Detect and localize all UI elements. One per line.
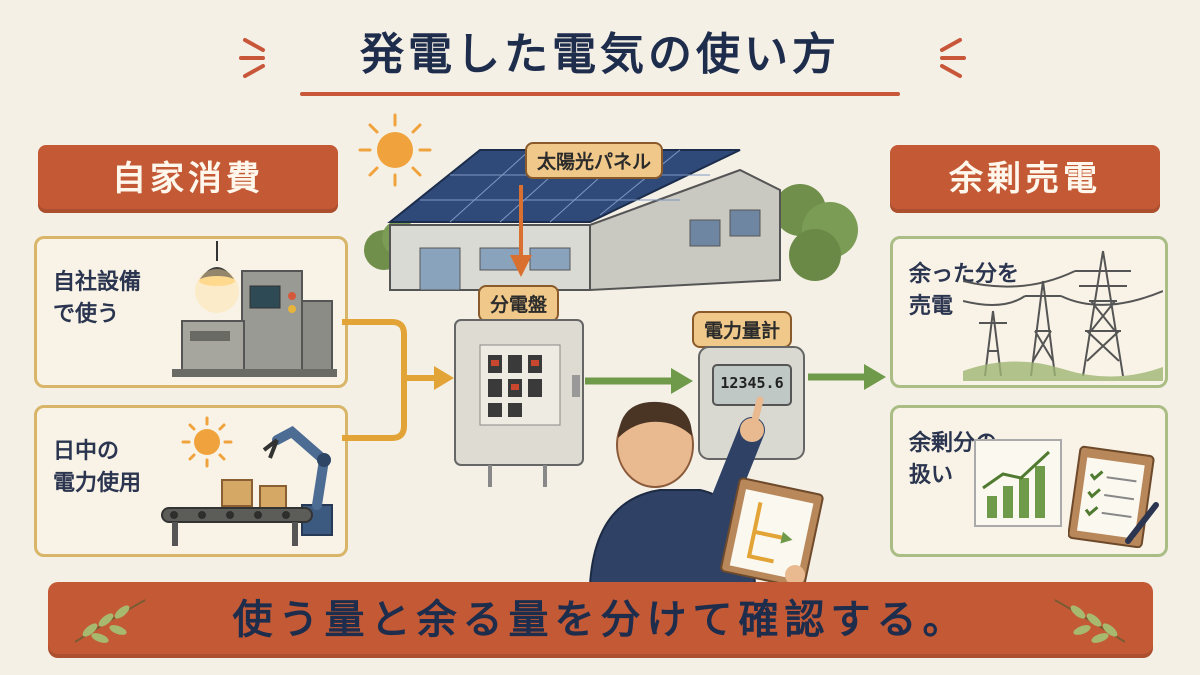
title-underline — [300, 92, 900, 96]
page-title: 発電した電気の使い方 — [360, 29, 840, 80]
clipboard-icon — [1068, 445, 1159, 548]
arrow-green-2-icon — [808, 364, 886, 390]
factory-building-icon — [364, 149, 858, 292]
card-sell-surplus: 余った分を 売電 — [890, 236, 1168, 388]
surplus-sale-header: 余剰売電 — [890, 145, 1160, 213]
meter-label: 電力量計 — [692, 311, 793, 348]
summary-text: 使う量と余る量を分けて確認する。 — [232, 597, 969, 643]
card-daytime-power: 日中の 電力使用 — [34, 405, 348, 557]
electric-meter-icon — [698, 346, 805, 460]
distribution-board-label: 分電盤 — [478, 285, 560, 322]
sun-icon — [181, 416, 233, 468]
worker-icon — [588, 396, 824, 585]
chart-icon — [974, 439, 1062, 527]
arrow-green-1-icon — [585, 368, 693, 394]
arrow-merge-orange-icon — [342, 319, 454, 441]
solar-panel-label: 太陽光パネル — [525, 142, 664, 179]
leaf-icon — [74, 599, 146, 643]
title-accent-left-icon — [239, 38, 265, 78]
card-surplus-handling: 余剰分の 扱い — [890, 405, 1168, 557]
title-accent-right-icon — [940, 38, 966, 78]
distribution-board-icon — [454, 319, 584, 487]
card-daytime-power-label: 日中の 電力使用 — [53, 439, 142, 496]
card-own-equipment-label: 自社設備 で使う — [53, 270, 142, 327]
arrow-down-icon — [510, 185, 532, 277]
machine-icon — [172, 241, 337, 377]
power-tower-icon — [963, 250, 1163, 381]
meter-reading: 12345.6 — [720, 374, 784, 392]
sun-icon — [358, 113, 432, 187]
summary-bar — [48, 582, 1153, 658]
card-own-equipment: 自社設備 で使う — [34, 236, 348, 388]
leaf-icon — [1054, 599, 1126, 643]
conveyor-robot-icon — [161, 416, 333, 546]
card-sell-surplus-label: 余った分を 売電 — [909, 262, 1020, 319]
self-consumption-header: 自家消費 — [38, 145, 338, 213]
